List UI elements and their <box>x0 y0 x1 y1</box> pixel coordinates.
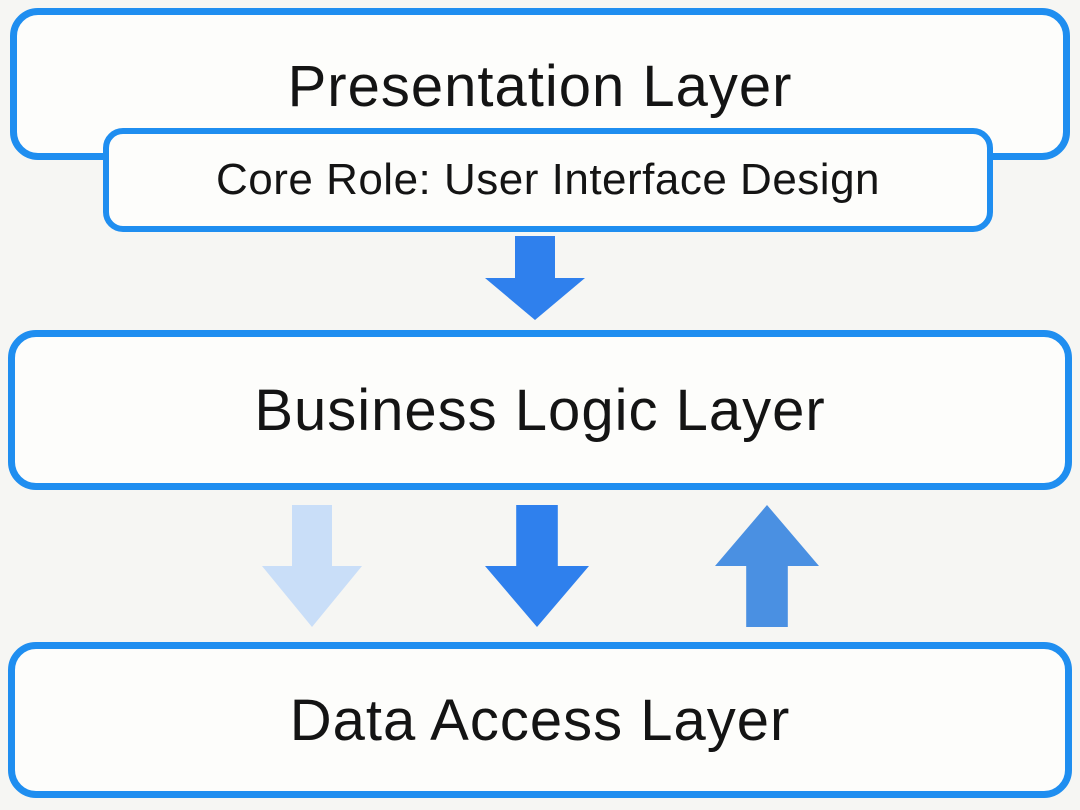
down-arrow-icon <box>485 236 585 320</box>
core-role-label: Core Role: User Interface Design <box>215 155 881 204</box>
core-role-box: Core Role: User Interface Design <box>103 128 993 232</box>
down-arrow-light-icon <box>262 505 362 627</box>
presentation-layer-label: Presentation Layer <box>287 54 793 119</box>
business-logic-layer-box: Business Logic Layer <box>8 330 1072 490</box>
data-access-layer-box: Data Access Layer <box>8 642 1072 798</box>
data-access-layer-label: Data Access Layer <box>289 687 791 753</box>
business-logic-layer-label: Business Logic Layer <box>254 377 826 443</box>
up-arrow-icon <box>715 505 819 627</box>
down-arrow-icon <box>485 505 589 627</box>
